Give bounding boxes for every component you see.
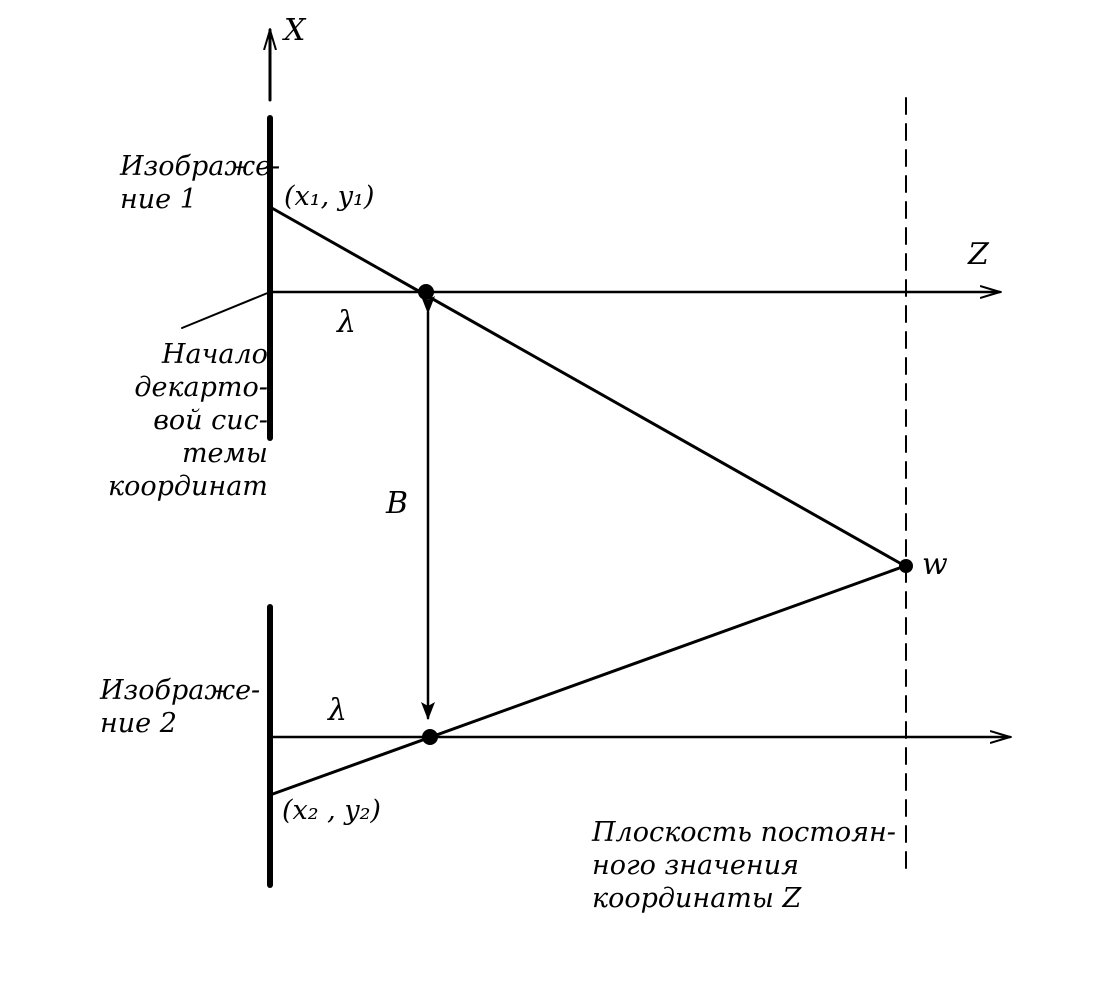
ray-1 — [268, 205, 907, 568]
origin-label: Начало декарто- вой сис- темы координат — [108, 339, 268, 502]
coord-1-label: (x₁, y₁) — [284, 181, 375, 212]
ray-2 — [268, 564, 907, 797]
baseline-label: B — [386, 486, 409, 521]
lens-center-2 — [422, 729, 438, 745]
lambda-top-label: λ — [337, 305, 357, 340]
constant-z-plane-label: Плоскость постоян- ного значения координ… — [592, 817, 896, 914]
lambda-bottom-label: λ — [328, 693, 348, 728]
image-2-label: Изображе- ние 2 — [100, 675, 261, 739]
coord-2-label: (x₂ , y₂) — [282, 795, 381, 826]
point-w-marker — [899, 559, 913, 573]
origin-leader-line — [181, 291, 271, 329]
point-w-label: w — [922, 547, 948, 582]
x-axis-label: X — [284, 13, 306, 48]
z-axis-label: Z — [968, 237, 989, 272]
lens-center-1 — [418, 284, 434, 300]
image-1-label: Изображе- ние 1 — [120, 151, 281, 215]
